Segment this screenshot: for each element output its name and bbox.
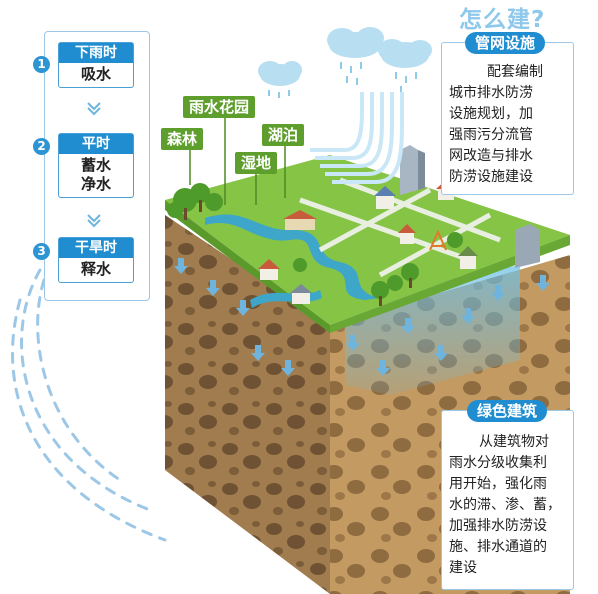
- pipe-line-1: 配套编制: [487, 64, 543, 80]
- infiltration-arrows: [174, 258, 550, 376]
- pipe-network-text: 配套编制 城市排水防涝 设施规划，加 强雨污分流管 网改造与排水 防涝设施建设: [449, 62, 569, 192]
- rain-drops: [268, 62, 417, 98]
- green-line-6: 施、排水通道的: [449, 539, 547, 555]
- chevron-down-icon: [87, 214, 101, 228]
- green-line-7: 建设: [449, 560, 477, 576]
- step-number-1: 1: [33, 56, 50, 73]
- green-line-4: 水的滞、渗、蓄，: [449, 497, 561, 513]
- green-line-1: 从建筑物对: [479, 434, 549, 450]
- pipe-network-panel: [441, 42, 574, 195]
- pipe-network-title: 管网设施: [465, 32, 546, 54]
- step-rain-title: 下雨时: [59, 43, 133, 63]
- step-drought-body: 释水: [80, 260, 111, 278]
- green-building-title: 绿色建筑: [467, 400, 548, 422]
- rain-clouds: [258, 27, 432, 86]
- trees: [167, 183, 463, 299]
- pipe-line-3: 设施规划，加: [449, 106, 533, 122]
- green-line-3: 用开始，强化雨: [449, 476, 547, 492]
- step-rain: 下雨时 吸水: [58, 42, 134, 88]
- label-forest: 森林: [161, 128, 204, 150]
- river: [205, 214, 380, 300]
- green-building-text: 从建筑物对 雨水分级收集利 用开始，强化雨 水的滞、渗、蓄， 加强排水防涝设 施…: [449, 432, 569, 584]
- step-rain-body: 吸水: [80, 65, 111, 83]
- water-flow: [310, 92, 404, 184]
- step-normal-line-2: 净水: [80, 175, 111, 193]
- pipe-line-6: 防涝设施建设: [449, 169, 533, 185]
- chevron-down-icon: [87, 102, 101, 116]
- label-wetland: 湿地: [235, 152, 278, 174]
- step-normal-line-1: 蓄水: [80, 156, 111, 174]
- green-line-2: 雨水分级收集利: [449, 455, 547, 471]
- label-lake: 湖泊: [262, 124, 305, 146]
- step-normal-title: 平时: [59, 134, 133, 154]
- green-line-5: 加强排水防涝设: [449, 518, 547, 534]
- pipe-line-2: 城市排水防涝: [449, 85, 533, 101]
- soil-left-face: [165, 215, 330, 594]
- step-number-3: 3: [33, 243, 50, 260]
- how-to-build-title: 怎么建?: [459, 7, 546, 33]
- pipe-line-4: 强雨污分流管: [449, 127, 533, 143]
- label-rain-garden: 雨水花园: [183, 96, 256, 118]
- step-number-2: 2: [33, 138, 50, 155]
- step-normal-body: 蓄水 净水: [59, 154, 133, 197]
- step-drought: 干旱时 释水: [58, 237, 134, 283]
- pipe-line-5: 网改造与排水: [449, 148, 533, 164]
- step-normal: 平时 蓄水 净水: [58, 133, 134, 198]
- step-drought-title: 干旱时: [59, 238, 133, 258]
- grass-surface: [165, 155, 570, 325]
